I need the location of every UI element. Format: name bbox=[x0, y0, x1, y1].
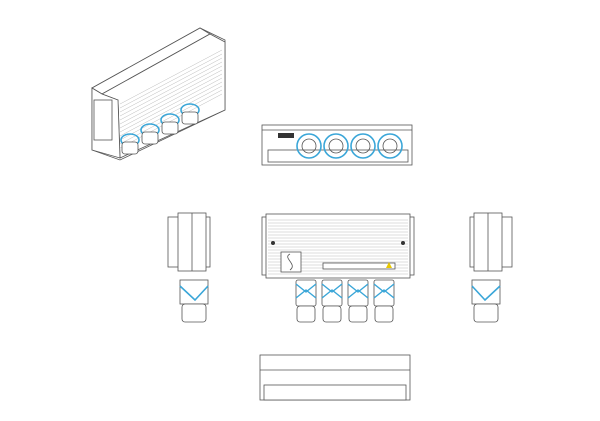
connector-clip bbox=[295, 283, 317, 299]
connector-bore bbox=[382, 138, 398, 154]
connector-ring bbox=[323, 133, 349, 159]
rib-line bbox=[119, 49, 223, 105]
connector-nut bbox=[121, 141, 139, 155]
connector-ring bbox=[350, 133, 376, 159]
connector-ring bbox=[296, 133, 322, 159]
bottom-view bbox=[261, 124, 413, 166]
connector-clip bbox=[373, 283, 395, 299]
rib-line bbox=[119, 77, 223, 133]
connector-body bbox=[373, 279, 395, 307]
connector-body bbox=[295, 279, 317, 307]
connector-body bbox=[321, 279, 343, 307]
rib-line bbox=[119, 69, 223, 125]
rib-line bbox=[119, 57, 223, 113]
front-view bbox=[261, 213, 415, 323]
rib-line bbox=[119, 81, 223, 137]
top-view bbox=[259, 354, 411, 401]
connector-nut bbox=[181, 111, 199, 125]
rib-line bbox=[119, 85, 223, 141]
connector-body bbox=[347, 279, 369, 307]
connector-bore bbox=[355, 138, 371, 154]
connector-nut bbox=[322, 305, 342, 323]
rib-line bbox=[119, 61, 223, 117]
rib-line bbox=[119, 73, 223, 129]
right-side-view bbox=[469, 212, 513, 323]
connector-clip bbox=[347, 283, 369, 299]
connector-nut bbox=[296, 305, 316, 323]
connector-nut bbox=[348, 305, 368, 323]
left-side-view bbox=[167, 212, 211, 323]
isometric-view bbox=[91, 27, 226, 161]
connector-clip bbox=[321, 283, 343, 299]
rib-line bbox=[119, 93, 223, 149]
connector-nut bbox=[141, 131, 159, 145]
connector-nut bbox=[161, 121, 179, 135]
connector-nut bbox=[374, 305, 394, 323]
connector-ring bbox=[377, 133, 403, 159]
rib-line bbox=[119, 65, 223, 121]
connector-bore bbox=[328, 138, 344, 154]
rib-line bbox=[119, 89, 223, 145]
connector-bore bbox=[301, 138, 317, 154]
rib-line bbox=[119, 53, 223, 109]
